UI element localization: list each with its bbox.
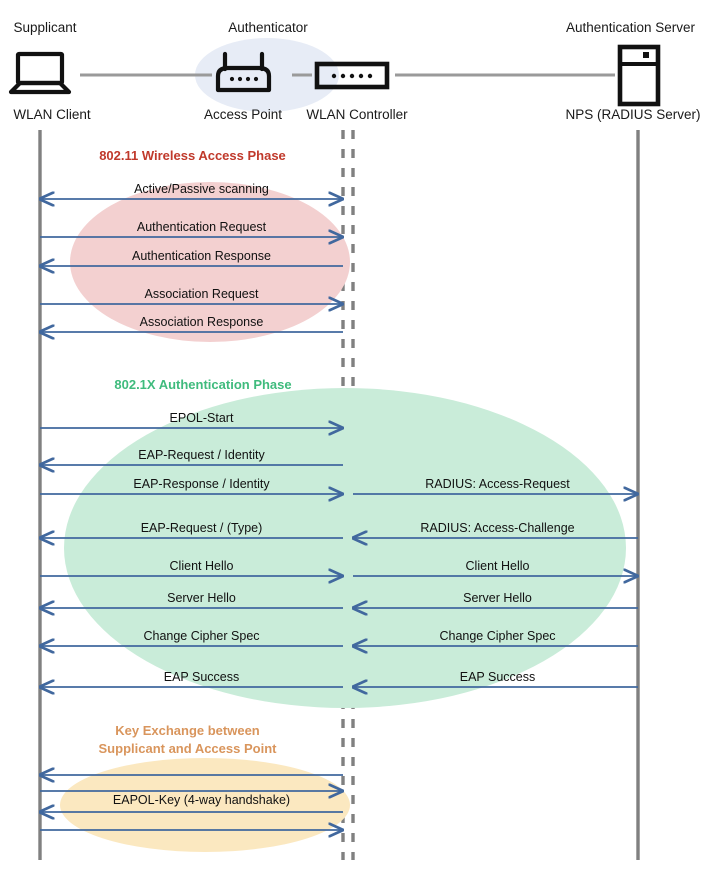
server-icon xyxy=(617,44,661,107)
message-label: RADIUS: Access-Challenge xyxy=(420,521,575,535)
message-label: Association Request xyxy=(144,287,259,301)
phase-label-key-line1: Key Exchange between xyxy=(115,723,260,738)
access-point-leds xyxy=(229,76,259,82)
actor-role-supplicant: Supplicant xyxy=(13,20,77,35)
message-label: RADIUS: Access-Request xyxy=(425,477,570,491)
message-label: Server Hello xyxy=(463,591,532,605)
phase-ellipse-wireless xyxy=(70,182,350,342)
actor-role-auth-server: Authentication Server xyxy=(565,20,696,35)
message-label: Authentication Request xyxy=(136,220,267,234)
message-label: Client Hello xyxy=(465,559,530,573)
phase-label-dot1x: 802.1X Authentication Phase xyxy=(114,377,292,392)
message-label: EAP-Response / Identity xyxy=(133,477,270,491)
actor-name-wlan-controller: WLAN Controller xyxy=(306,107,408,122)
actor-name-nps: NPS (RADIUS Server) xyxy=(565,107,701,122)
message-label: EAP-Request / Identity xyxy=(138,448,265,462)
actor-role-authenticator: Authenticator xyxy=(228,20,308,35)
message-label: EAP Success xyxy=(459,670,536,684)
message-label: Authentication Response xyxy=(132,249,271,263)
actor-name-wlan-client: WLAN Client xyxy=(13,107,91,122)
access-point-icon xyxy=(215,51,272,93)
phase-label-key-line2: Supplicant and Access Point xyxy=(98,741,277,756)
message-label: EPOL-Start xyxy=(169,411,234,425)
phase-ellipse-key xyxy=(60,758,350,852)
phase-label-wireless: 802.11 Wireless Access Phase xyxy=(99,148,286,163)
message-label: EAP Success xyxy=(163,670,240,684)
message-arrows xyxy=(40,199,638,830)
message-label: Client Hello xyxy=(169,559,234,573)
phase-ellipse-dot1x xyxy=(64,388,626,708)
message-label: Change Cipher Spec xyxy=(143,629,260,643)
message-label: EAPOL-Key (4-way handshake) xyxy=(112,793,291,807)
actor-name-access-point: Access Point xyxy=(203,107,283,122)
message-label: Association Response xyxy=(139,315,264,329)
message-label: Server Hello xyxy=(167,591,236,605)
message-label: Change Cipher Spec xyxy=(439,629,556,643)
laptop-icon xyxy=(8,51,72,95)
message-label: Active/Passive scanning xyxy=(134,182,269,196)
message-label: EAP-Request / (Type) xyxy=(140,521,263,535)
wlan-controller-icon xyxy=(314,61,390,90)
